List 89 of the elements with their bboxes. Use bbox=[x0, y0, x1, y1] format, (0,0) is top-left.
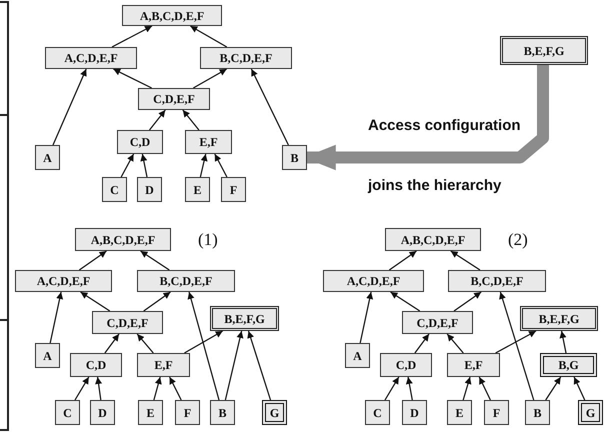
set-box: A bbox=[35, 145, 60, 170]
set-box: A,B,C,D,E,F bbox=[385, 228, 481, 251]
set-box: B,E,F,G bbox=[520, 306, 598, 331]
arrow bbox=[250, 68, 289, 146]
set-box: A,C,D,E,F bbox=[323, 270, 424, 292]
arrow bbox=[214, 154, 228, 178]
set-box: A,C,D,E,F bbox=[45, 47, 137, 69]
set-box: C,D bbox=[117, 130, 163, 154]
set-box: B,C,D,E,F bbox=[137, 270, 235, 292]
arrow bbox=[149, 110, 166, 130]
arrow bbox=[80, 292, 110, 312]
arrow bbox=[462, 376, 472, 400]
set-box: E bbox=[447, 400, 472, 425]
arrow bbox=[113, 68, 152, 89]
arrow-caption: joins the hierarchy bbox=[368, 178, 502, 193]
set-box: A,B,C,D,E,F bbox=[75, 228, 171, 251]
set-box: E,F bbox=[447, 353, 500, 377]
arrow bbox=[95, 376, 102, 400]
arrow bbox=[136, 334, 154, 354]
arrow bbox=[360, 292, 374, 344]
arrow bbox=[104, 334, 120, 354]
arrow bbox=[384, 376, 400, 400]
set-box: E,F bbox=[137, 353, 190, 377]
set-box: A bbox=[345, 343, 370, 368]
arrow bbox=[193, 68, 227, 89]
set-box: B,E,F,G bbox=[210, 306, 279, 331]
arrow bbox=[120, 154, 134, 178]
arrow bbox=[50, 292, 64, 344]
set-box: C bbox=[365, 400, 390, 425]
arrow bbox=[224, 330, 244, 400]
arrow bbox=[454, 292, 482, 312]
arrow bbox=[140, 154, 148, 178]
arrow bbox=[190, 25, 228, 48]
set-box: C,D,E,F bbox=[138, 88, 210, 110]
set-box: F bbox=[221, 177, 246, 202]
set-box: D bbox=[137, 177, 162, 202]
set-box: E,F bbox=[185, 130, 232, 154]
set-box: G bbox=[262, 400, 287, 425]
arrow bbox=[182, 110, 200, 130]
set-box: E bbox=[185, 177, 210, 202]
arrow bbox=[478, 376, 491, 400]
arrow-caption: Access configuration bbox=[368, 118, 521, 133]
set-box: C bbox=[102, 177, 127, 202]
arrow bbox=[560, 330, 567, 354]
arrow bbox=[112, 25, 152, 48]
arrow bbox=[495, 330, 536, 354]
arrow bbox=[52, 68, 87, 146]
set-box: D bbox=[90, 400, 115, 425]
set-box: B,G bbox=[540, 353, 597, 377]
arrow bbox=[184, 330, 223, 354]
set-box: F bbox=[484, 400, 509, 425]
arrow bbox=[414, 334, 430, 354]
arrow bbox=[188, 292, 220, 400]
set-box: A,B,C,D,E,F bbox=[122, 5, 222, 26]
arrow bbox=[499, 292, 534, 400]
set-box: C bbox=[55, 400, 80, 425]
set-box: C,D bbox=[380, 353, 432, 377]
arrow bbox=[545, 376, 562, 400]
set-box: G bbox=[578, 400, 603, 425]
arrow bbox=[169, 376, 182, 400]
panel-number: (2) bbox=[508, 231, 528, 248]
set-box: E bbox=[138, 400, 163, 425]
set-box: D bbox=[402, 400, 427, 425]
set-box: A,C,D,E,F bbox=[15, 270, 112, 292]
set-box: B,E,F,G bbox=[500, 36, 588, 65]
arrow bbox=[140, 250, 170, 270]
arrow bbox=[200, 154, 208, 178]
arrow bbox=[153, 376, 162, 400]
set-box: C,D bbox=[70, 353, 122, 377]
panel-number: (1) bbox=[198, 231, 218, 248]
arrow bbox=[450, 250, 480, 270]
arrow bbox=[406, 376, 413, 400]
arrow bbox=[388, 250, 417, 270]
arrow bbox=[390, 292, 420, 312]
set-box: B,C,D,E,F bbox=[200, 47, 292, 69]
arrow bbox=[247, 330, 272, 400]
set-box: B bbox=[525, 400, 550, 425]
set-box: A bbox=[35, 343, 60, 368]
arrow bbox=[143, 292, 171, 312]
set-box: B,C,D,E,F bbox=[448, 270, 546, 292]
set-box: F bbox=[175, 400, 200, 425]
set-box: B bbox=[210, 400, 235, 425]
arrow bbox=[78, 250, 107, 270]
set-box: C,D,E,F bbox=[402, 311, 473, 334]
arrow bbox=[574, 376, 586, 400]
arrow bbox=[446, 334, 464, 354]
set-box: B bbox=[282, 145, 307, 170]
set-box: C,D,E,F bbox=[92, 311, 163, 334]
arrow bbox=[74, 376, 90, 400]
